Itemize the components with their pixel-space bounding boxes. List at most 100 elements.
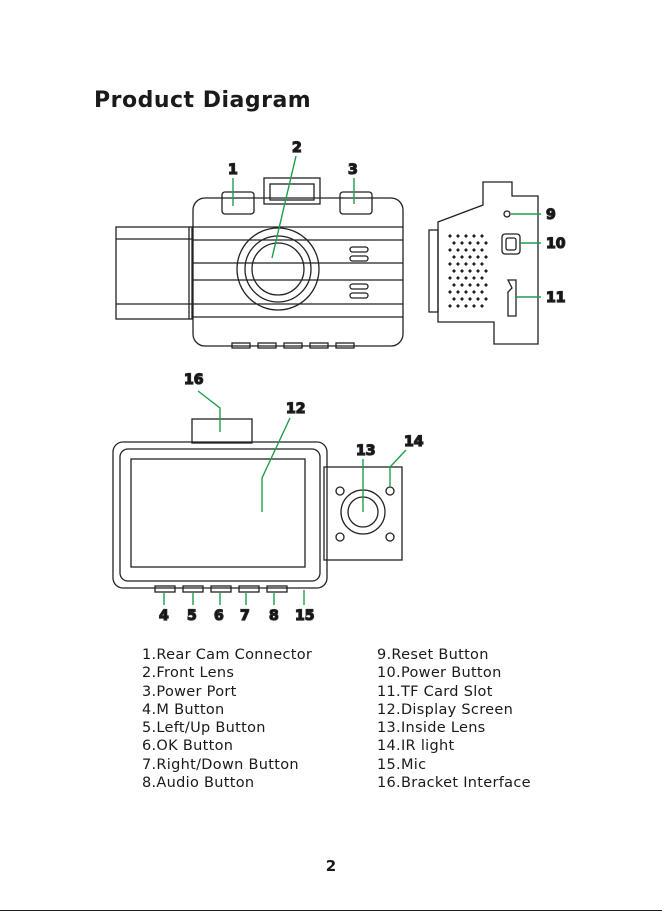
legend-item: 1.Rear Cam Connector: [142, 646, 312, 664]
legend-item: 13.Inside Lens: [377, 719, 531, 737]
legend-item: 15.Mic: [377, 756, 531, 774]
callout-8: 8: [269, 608, 279, 624]
legend-item: 10.Power Button: [377, 664, 531, 682]
grille-dot: [468, 255, 472, 259]
grille-dot: [456, 262, 460, 266]
grille-dot: [448, 304, 452, 308]
legend-item: 6.OK Button: [142, 737, 312, 755]
grille-dot: [468, 241, 472, 245]
grille-dot: [452, 297, 456, 301]
grille-dot: [480, 290, 484, 294]
grille-dot: [480, 262, 484, 266]
grille-dot: [464, 290, 468, 294]
grille-dot: [460, 241, 464, 245]
grille-dot: [456, 234, 460, 238]
legend-right: 9.Reset Button 10.Power Button 11.TF Car…: [377, 646, 531, 792]
grille-dot: [464, 276, 468, 280]
grille-dot: [476, 255, 480, 259]
grille-dot: [476, 269, 480, 273]
grille-dot: [480, 276, 484, 280]
grille-dot: [460, 255, 464, 259]
legend-left: 1.Rear Cam Connector 2.Front Lens 3.Powe…: [142, 646, 312, 792]
page-number: 2: [0, 857, 662, 875]
grille-dot: [484, 255, 488, 259]
grille-dot: [476, 241, 480, 245]
bottom-rule: [0, 910, 662, 911]
power-button: [502, 234, 520, 254]
rear-cam-connector: [116, 227, 192, 319]
grille-dot: [464, 234, 468, 238]
tf-card-slot: [508, 280, 516, 316]
callout-5: 5: [187, 608, 197, 624]
legend-item: 8.Audio Button: [142, 774, 312, 792]
grille-dot: [460, 297, 464, 301]
grille-dot: [456, 276, 460, 280]
legend-item: 16.Bracket Interface: [377, 774, 531, 792]
grille-dot: [448, 262, 452, 266]
legend-item: 9.Reset Button: [377, 646, 531, 664]
callout-11: 11: [546, 290, 565, 306]
grille-dot: [472, 234, 476, 238]
callout-3: 3: [348, 162, 358, 178]
grille-dot: [464, 248, 468, 252]
callout-12: 12: [286, 401, 305, 417]
rear-cam-port: [222, 192, 254, 214]
grille-dot: [452, 241, 456, 245]
grille-dot: [480, 248, 484, 252]
legend-item: 2.Front Lens: [142, 664, 312, 682]
grille-dot: [456, 290, 460, 294]
legend-item: 11.TF Card Slot: [377, 683, 531, 701]
grille-dot: [448, 276, 452, 280]
grille-dot: [472, 248, 476, 252]
side-view: [429, 182, 538, 344]
grille-dot: [480, 234, 484, 238]
callout-7: 7: [240, 608, 250, 624]
grille-dot: [468, 297, 472, 301]
grille-dot: [476, 297, 480, 301]
grille-dot: [484, 269, 488, 273]
display-screen: [131, 459, 305, 567]
callout-2: 2: [292, 140, 302, 156]
grille-dot: [460, 283, 464, 287]
grille-dot: [484, 241, 488, 245]
grille-dot: [464, 262, 468, 266]
grille-dot: [452, 283, 456, 287]
leader-lines: [164, 156, 541, 605]
grille-dot: [448, 290, 452, 294]
grille-dot: [472, 290, 476, 294]
legend-item: 4.M Button: [142, 701, 312, 719]
grille-dot: [456, 248, 460, 252]
callout-1: 1: [228, 162, 238, 178]
grille-dot: [460, 269, 464, 273]
callout-9: 9: [546, 207, 556, 223]
callout-4: 4: [159, 608, 169, 624]
legend-item: 14.IR light: [377, 737, 531, 755]
rear-body: [113, 442, 327, 588]
front-body: [193, 198, 403, 346]
legend-item: 5.Left/Up Button: [142, 719, 312, 737]
callout-15: 15: [295, 608, 314, 624]
grille-dot: [484, 297, 488, 301]
power-port: [340, 192, 372, 214]
front-view: [116, 178, 403, 348]
grille-dot: [472, 276, 476, 280]
callout-6: 6: [214, 608, 224, 624]
grille-dot: [452, 269, 456, 273]
grille-dot: [472, 262, 476, 266]
grille-dot: [464, 304, 468, 308]
grille-dot: [448, 234, 452, 238]
grille-dot: [452, 255, 456, 259]
side-body: [438, 182, 538, 344]
reset-button: [504, 211, 510, 217]
callout-10: 10: [546, 236, 566, 252]
grille-dot: [480, 304, 484, 308]
grille-dot: [468, 283, 472, 287]
bracket-interface: [192, 419, 252, 443]
callout-14: 14: [404, 434, 424, 450]
legend-item: 3.Power Port: [142, 683, 312, 701]
legend-item: 12.Display Screen: [377, 701, 531, 719]
legend-item: 7.Right/Down Button: [142, 756, 312, 774]
speaker-grille: [448, 234, 488, 308]
ir-light: [386, 487, 394, 495]
